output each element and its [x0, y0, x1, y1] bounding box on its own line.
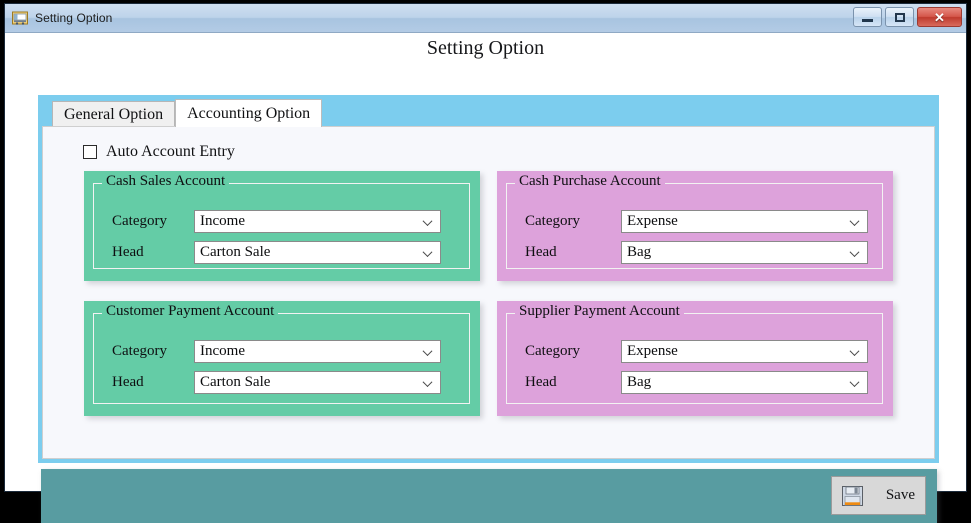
- cart-icon: [11, 9, 29, 27]
- chevron-down-icon: [424, 346, 433, 355]
- combo-customer-payment-head[interactable]: Carton Sale: [194, 371, 441, 394]
- save-button-label: Save: [885, 487, 915, 503]
- label-customer-payment-category: Category: [112, 343, 167, 359]
- combo-cash-purchase-category-value: Expense: [627, 213, 678, 229]
- chevron-down-icon: [424, 247, 433, 256]
- chevron-down-icon: [851, 346, 860, 355]
- groupbox-legend-supplier-payment-account: Supplier Payment Account: [515, 303, 684, 320]
- minimize-icon: [862, 19, 873, 22]
- tab-strip: General Option Accounting Option: [52, 99, 323, 127]
- combo-cash-sales-category-value: Income: [200, 213, 245, 229]
- tab-general-option[interactable]: General Option: [52, 101, 176, 127]
- groupbox-customer-payment-account: Customer Payment Account Category Income…: [93, 303, 470, 404]
- label-cash-sales-head: Head: [112, 244, 144, 260]
- combo-supplier-payment-head-value: Bag: [627, 374, 652, 390]
- tab-control: General Option Accounting Option Auto Ac…: [38, 95, 939, 463]
- label-supplier-payment-category: Category: [525, 343, 580, 359]
- field-customer-payment-head: Head Carton Sale: [112, 371, 441, 394]
- combo-cash-purchase-category[interactable]: Expense: [621, 210, 868, 233]
- auto-account-entry-checkbox[interactable]: [83, 145, 97, 159]
- combo-cash-sales-category[interactable]: Income: [194, 210, 441, 233]
- tab-page-accounting-option: Auto Account Entry Cash Sales Account Ca…: [42, 126, 935, 459]
- window-controls: ✕: [853, 7, 962, 27]
- label-cash-purchase-head: Head: [525, 244, 557, 260]
- field-customer-payment-category: Category Income: [112, 340, 441, 363]
- field-cash-purchase-head: Head Bag: [525, 241, 868, 264]
- chevron-down-icon: [851, 216, 860, 225]
- label-supplier-payment-head: Head: [525, 374, 557, 390]
- chevron-down-icon: [851, 247, 860, 256]
- tab-general-option-label: General Option: [64, 105, 164, 123]
- close-icon: ✕: [934, 9, 945, 25]
- combo-customer-payment-category-value: Income: [200, 343, 245, 359]
- auto-account-entry-row[interactable]: Auto Account Entry: [83, 143, 235, 161]
- groupbox-legend-cash-sales-account: Cash Sales Account: [102, 173, 230, 190]
- label-cash-purchase-category: Category: [525, 213, 580, 229]
- chevron-down-icon: [424, 377, 433, 386]
- tab-accounting-option[interactable]: Accounting Option: [175, 99, 323, 127]
- close-button[interactable]: ✕: [917, 7, 962, 27]
- tab-accounting-option-label: Accounting Option: [187, 104, 311, 122]
- field-supplier-payment-head: Head Bag: [525, 371, 868, 394]
- setting-option-window: Setting Option ✕ Setting Option General …: [4, 3, 967, 523]
- combo-customer-payment-category[interactable]: Income: [194, 340, 441, 363]
- panel-cash-sales-account: Cash Sales Account Category Income Head: [84, 171, 480, 281]
- combo-supplier-payment-category-value: Expense: [627, 343, 678, 359]
- groupbox-legend-cash-purchase-account: Cash Purchase Account: [515, 173, 665, 190]
- floppy-disk-save-icon: [841, 484, 864, 507]
- save-button[interactable]: Save: [831, 476, 926, 515]
- chevron-down-icon: [851, 377, 860, 386]
- combo-cash-sales-head-value: Carton Sale: [200, 244, 271, 260]
- page-title: Setting Option: [426, 37, 545, 59]
- field-cash-purchase-category: Category Expense: [525, 210, 868, 233]
- panel-cash-purchase-account: Cash Purchase Account Category Expense H…: [497, 171, 893, 281]
- combo-cash-purchase-head[interactable]: Bag: [621, 241, 868, 264]
- footer-bar: Save: [41, 469, 937, 523]
- panel-supplier-payment-account: Supplier Payment Account Category Expens…: [497, 301, 893, 416]
- combo-cash-sales-head[interactable]: Carton Sale: [194, 241, 441, 264]
- form-body: Setting Option General Option Accounting…: [5, 33, 966, 523]
- label-customer-payment-head: Head: [112, 374, 144, 390]
- maximize-icon: [894, 12, 905, 22]
- groupbox-legend-customer-payment-account: Customer Payment Account: [102, 303, 279, 320]
- combo-cash-purchase-head-value: Bag: [627, 244, 652, 260]
- groupbox-supplier-payment-account: Supplier Payment Account Category Expens…: [506, 303, 883, 404]
- label-cash-sales-category: Category: [112, 213, 167, 229]
- panel-customer-payment-account: Customer Payment Account Category Income…: [84, 301, 480, 416]
- field-cash-sales-category: Category Income: [112, 210, 441, 233]
- minimize-button[interactable]: [853, 7, 882, 27]
- title-bar: Setting Option ✕: [5, 4, 966, 33]
- field-cash-sales-head: Head Carton Sale: [112, 241, 441, 264]
- combo-supplier-payment-category[interactable]: Expense: [621, 340, 868, 363]
- combo-customer-payment-head-value: Carton Sale: [200, 374, 271, 390]
- window-title: Setting Option: [35, 11, 113, 25]
- groupbox-cash-sales-account: Cash Sales Account Category Income Head: [93, 173, 470, 269]
- maximize-button[interactable]: [885, 7, 914, 27]
- combo-supplier-payment-head[interactable]: Bag: [621, 371, 868, 394]
- auto-account-entry-label: Auto Account Entry: [106, 143, 235, 160]
- chevron-down-icon: [424, 216, 433, 225]
- groupbox-cash-purchase-account: Cash Purchase Account Category Expense H…: [506, 173, 883, 269]
- field-supplier-payment-category: Category Expense: [525, 340, 868, 363]
